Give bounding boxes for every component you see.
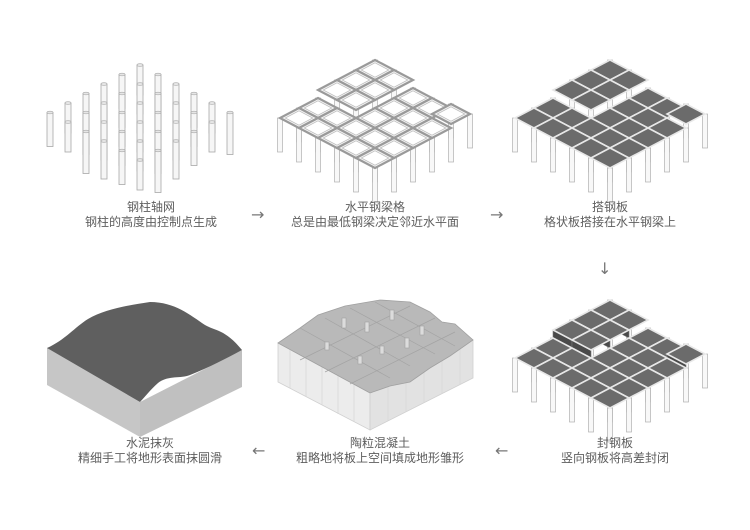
cement-plaster-graphic [47, 302, 242, 437]
arrow-down-icon: ↓ [598, 259, 612, 278]
step-4-title: 封钢板 [596, 436, 633, 450]
step-4-description: 竖向钢板将高差封闭 [560, 451, 669, 465]
beam-grid-graphic [277, 58, 473, 203]
step-4-caption: 封钢板 竖向钢板将高差封闭 [545, 436, 685, 466]
step-4-sealed-plates-illustration [500, 299, 720, 443]
sealed-plates-graphic [512, 299, 708, 443]
step-6-title: 水泥抹灰 [125, 436, 174, 450]
step-1-column-grid-illustration [30, 60, 260, 193]
steel-plates-graphic [512, 59, 708, 203]
arrow-left-icon: ← [495, 441, 509, 460]
step-2-beam-grid-illustration [270, 58, 480, 203]
step-5-title: 陶粒混凝土 [349, 436, 410, 450]
arrow-right-icon: → [490, 205, 504, 224]
step-1-description: 钢柱的高度由控制点生成 [84, 215, 217, 229]
step-3-caption: 搭钢板 格状板搭接在水平钢梁上 [530, 200, 690, 230]
step-1-caption: 钢柱轴网 钢柱的高度由控制点生成 [76, 200, 226, 230]
step-6-cement-plaster-illustration [40, 295, 260, 437]
step-3-description: 格状板搭接在水平钢梁上 [543, 215, 676, 229]
step-2-caption: 水平钢梁格 总是由最低钢梁决定邻近水平面 [285, 200, 465, 230]
step-1-title: 钢柱轴网 [126, 200, 175, 214]
step-2-title: 水平钢梁格 [344, 200, 405, 214]
column-grid-graphic [46, 63, 234, 193]
step-6-description: 精细手工将地形表面抹圆滑 [77, 451, 222, 465]
arrow-left-icon: ← [252, 441, 266, 460]
step-3-title: 搭钢板 [591, 200, 628, 214]
step-3-steel-plates-illustration [500, 59, 720, 203]
arrow-right-icon: → [251, 205, 265, 224]
step-5-description: 粗略地将板上空间填成地形雏形 [295, 451, 464, 465]
step-5-caption: 陶粒混凝土 粗略地将板上空间填成地形雏形 [295, 436, 465, 466]
concrete-fill-graphic [277, 299, 474, 431]
step-5-concrete-fill-illustration [270, 290, 480, 431]
step-6-caption: 水泥抹灰 精细手工将地形表面抹圆滑 [75, 436, 225, 466]
step-2-description: 总是由最低钢梁决定邻近水平面 [290, 215, 459, 229]
